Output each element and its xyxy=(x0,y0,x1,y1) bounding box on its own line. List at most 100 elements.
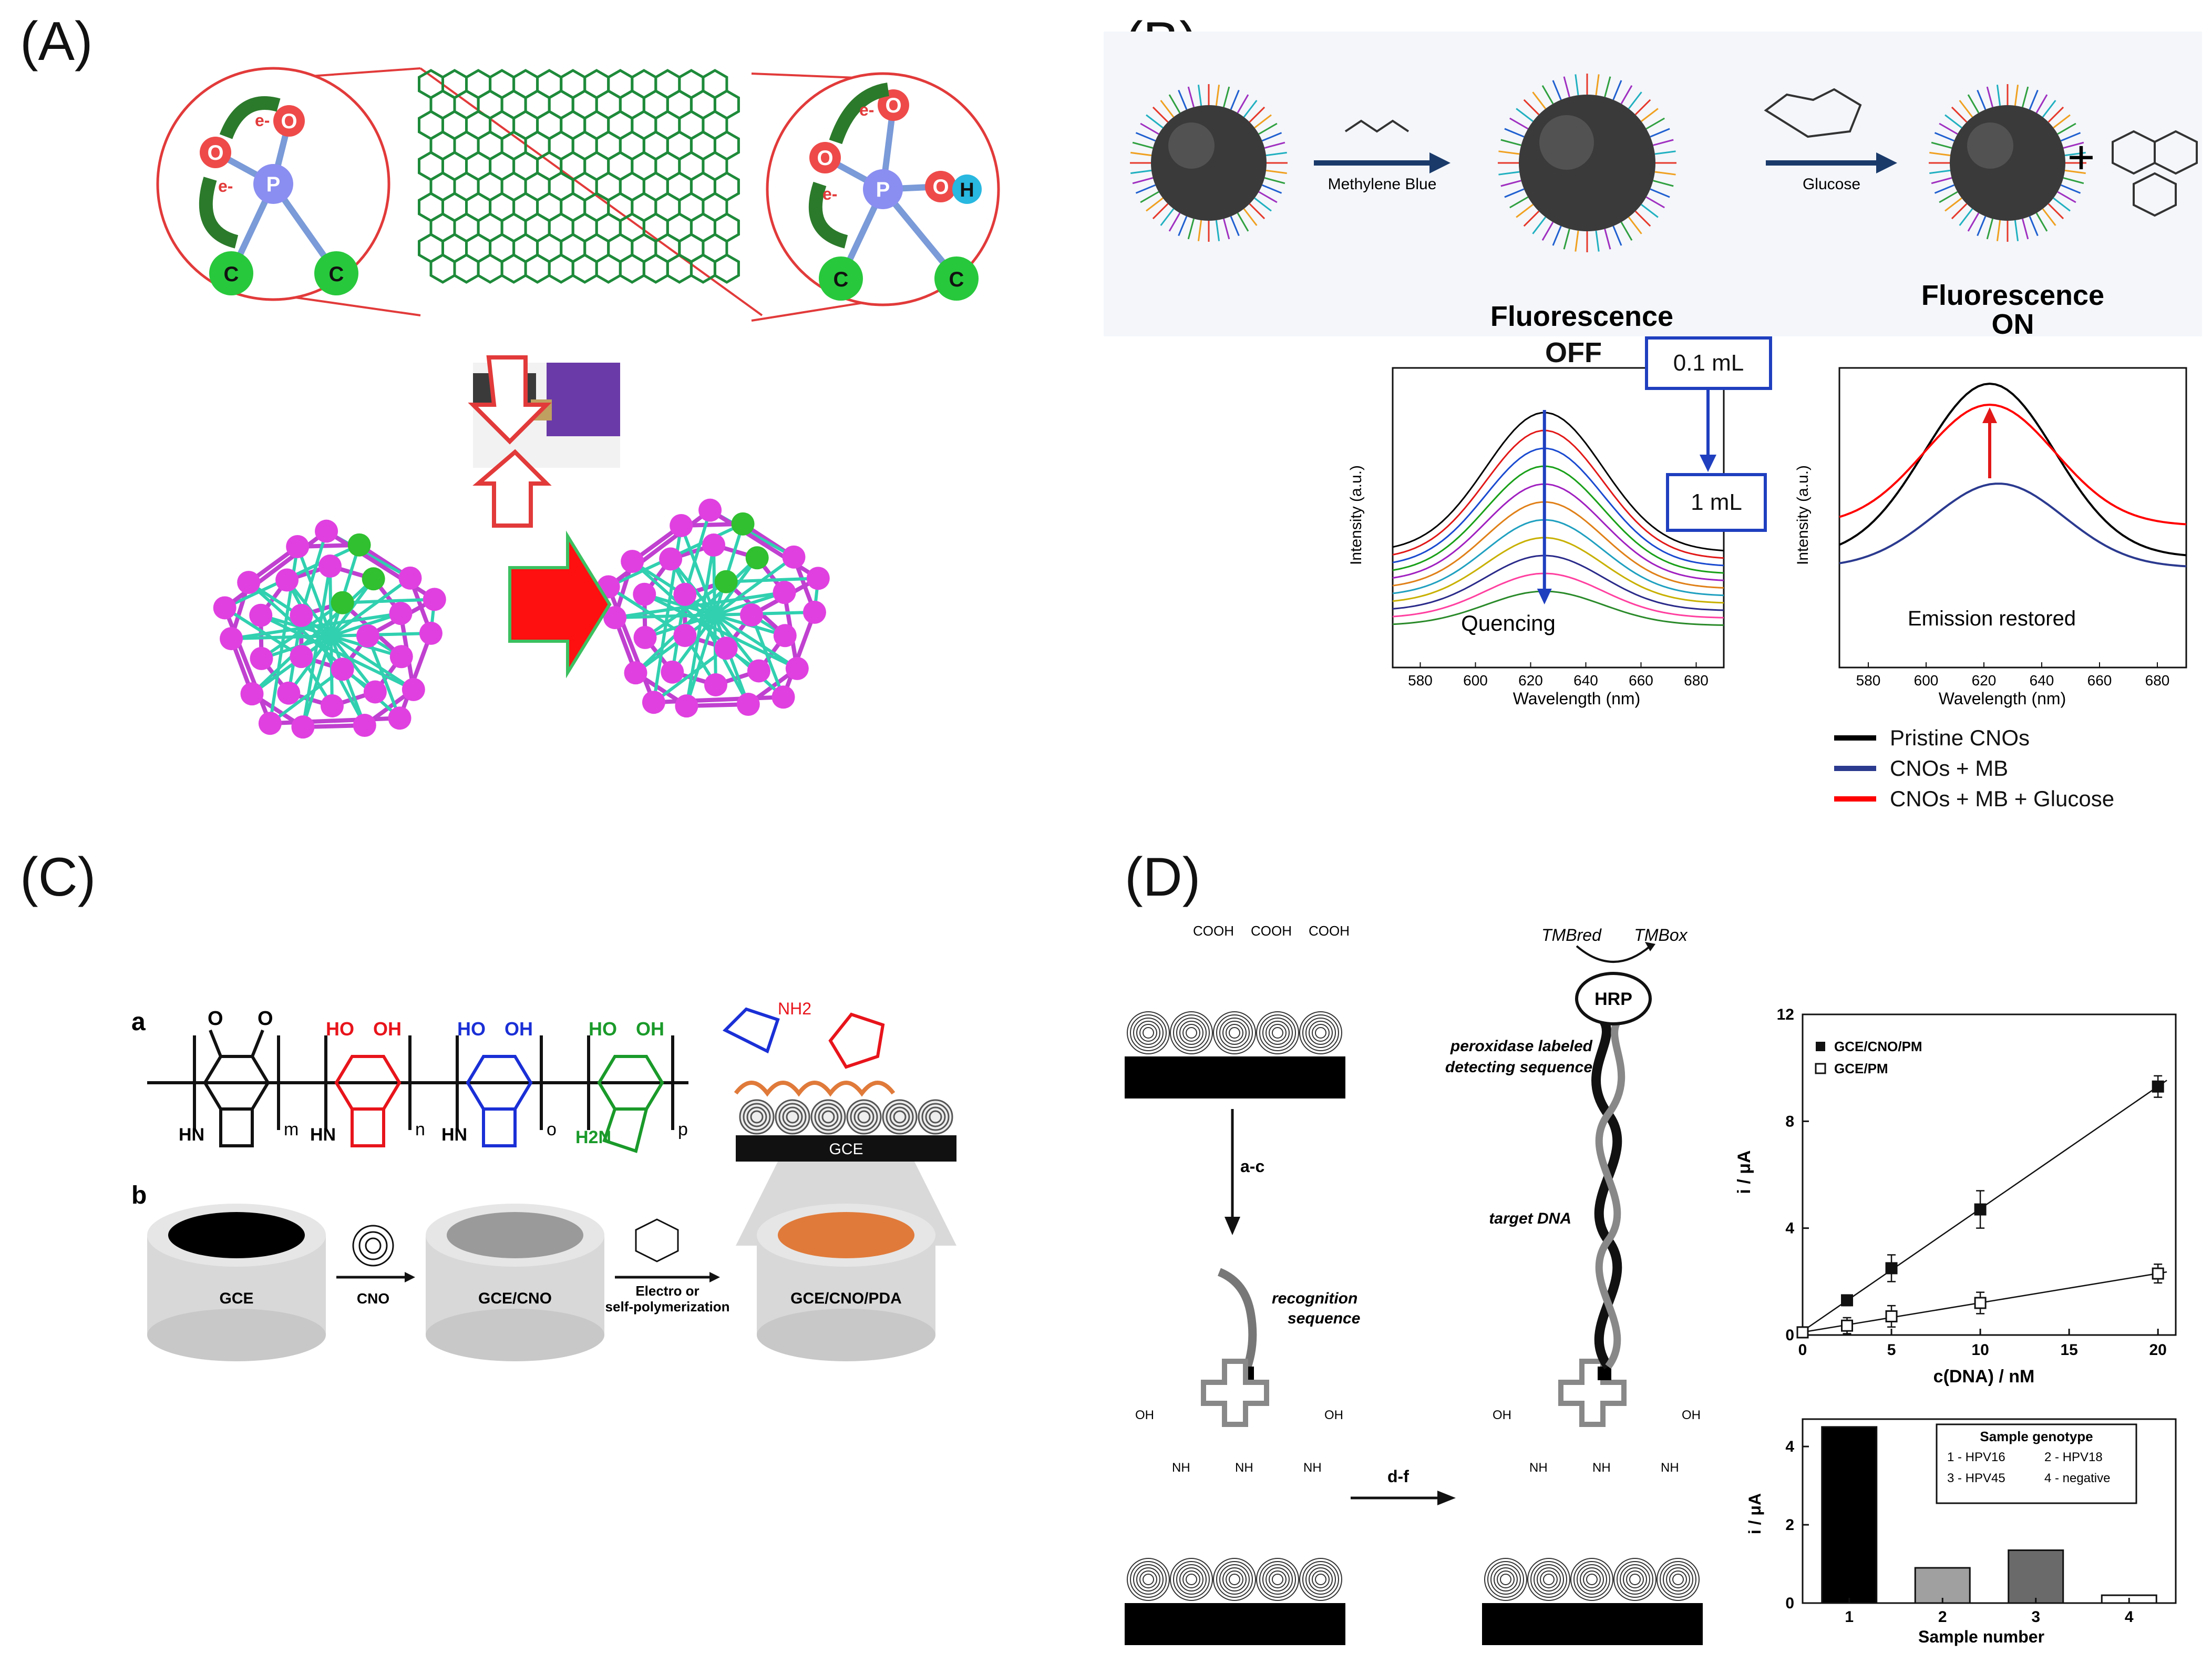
cno-onion xyxy=(1229,1574,1240,1585)
step-label: self-polymerization xyxy=(605,1299,730,1315)
mb-glucose-complex xyxy=(2112,130,2198,217)
sub-n: n xyxy=(415,1120,425,1139)
fullerene-bond xyxy=(270,716,400,726)
cno-onion xyxy=(1570,1558,1613,1601)
cno-onion xyxy=(1259,1014,1296,1051)
cno-onion xyxy=(1216,1561,1253,1598)
ligand-strand xyxy=(1516,108,1534,122)
ligand-strand xyxy=(2035,212,2048,232)
cno-onion xyxy=(1226,1024,1243,1042)
state-off-subtitle: OFF xyxy=(1545,337,1602,368)
cno-onion xyxy=(1534,1564,1564,1595)
fullerene-atom xyxy=(806,567,830,590)
cno-onion xyxy=(1229,1027,1240,1039)
cno-onion xyxy=(1127,1558,1170,1601)
y-tick-label: 8 xyxy=(1785,1113,1794,1130)
ligand-strand xyxy=(2035,94,2048,114)
ligand-strand xyxy=(1986,86,1993,108)
cno-highlight xyxy=(1967,122,2013,169)
atom-label: O xyxy=(207,141,223,165)
fullerene-atom xyxy=(740,603,763,627)
ligand-strand xyxy=(2057,122,2076,135)
data-point xyxy=(2152,1267,2164,1280)
ligand-strand xyxy=(1645,196,1665,209)
cno-onion xyxy=(1663,1564,1693,1595)
data-point xyxy=(1974,1203,1987,1216)
fullerene-bond xyxy=(223,529,328,610)
ligand-strand xyxy=(1532,217,1547,234)
fullerene-atom xyxy=(290,645,313,669)
ligand-strand xyxy=(1604,229,1611,250)
ligand-strand xyxy=(1641,108,1659,122)
cno-onion xyxy=(1302,1014,1339,1051)
ligand-strand xyxy=(1504,128,1525,138)
fullerene-atom xyxy=(220,627,243,651)
ligand-strand xyxy=(2014,85,2019,106)
hn-label: HN xyxy=(310,1125,336,1145)
y-axis-label: i / μA xyxy=(1734,1150,1754,1194)
fullerene-atom xyxy=(714,570,738,593)
fullerene-atom xyxy=(331,591,354,614)
cno-onion xyxy=(1530,1561,1567,1598)
fullerene-atom xyxy=(275,568,299,592)
atom-label: O xyxy=(932,176,949,199)
ligand-strand xyxy=(1612,225,1622,246)
ligand-strand xyxy=(2061,184,2081,194)
cno-particle-restored xyxy=(1929,84,2086,242)
fullerene-bond xyxy=(708,508,819,580)
step-df-label: d-f xyxy=(1387,1467,1409,1486)
reagent-arrow-glucose: Glucose xyxy=(1764,88,1897,193)
cno-onion xyxy=(1312,1570,1330,1588)
fullerene-atom xyxy=(398,566,422,590)
fullerene-bond xyxy=(608,585,686,637)
ligand-strand xyxy=(1160,100,1175,118)
atom-label: P xyxy=(266,173,281,196)
cno-onion xyxy=(1309,1567,1333,1592)
ligand-strand xyxy=(1498,150,1520,155)
ligand-strand xyxy=(1612,80,1622,100)
ligand-strand xyxy=(1140,122,1159,135)
nh-label: NH xyxy=(1303,1461,1322,1475)
legend-item-glucose: CNOs + MB + Glucose xyxy=(1834,784,2114,814)
data-point xyxy=(1841,1294,1854,1307)
fullerene-bond xyxy=(366,635,402,719)
ligand-strand xyxy=(1152,106,1169,123)
ligand-strand xyxy=(1996,85,2001,106)
ligand-strand xyxy=(1262,184,1282,194)
fullerene-atom xyxy=(702,533,726,557)
spectrum-line xyxy=(1839,382,2187,557)
hrp-label: HRP xyxy=(1594,989,1632,1009)
ligand-strand xyxy=(1620,221,1633,241)
cno-onion xyxy=(821,1110,835,1124)
legend-series-1: GCE/CNO/PM xyxy=(1834,1039,1922,1054)
cno-onion xyxy=(1315,1027,1326,1039)
fullerene-atom xyxy=(782,545,806,569)
ligand-strand xyxy=(1237,212,1249,232)
sub-m: m xyxy=(284,1120,299,1139)
cno-onion xyxy=(1173,1014,1210,1051)
cno-onion xyxy=(1256,1558,1299,1601)
fullerene-bond xyxy=(269,668,344,725)
atom-label: P xyxy=(876,178,890,201)
cno-onion xyxy=(1586,1574,1598,1585)
x-tick-label: 660 xyxy=(2087,672,2112,689)
ligand-strand xyxy=(1516,203,1534,218)
unit-red xyxy=(334,1055,402,1147)
spectrum-line xyxy=(1392,483,1724,581)
oh-label: OH xyxy=(505,1018,533,1040)
spectrum-line xyxy=(1392,465,1724,574)
cno-onion xyxy=(1299,1558,1342,1601)
spectrum-line xyxy=(1839,403,2187,526)
ligand-strand xyxy=(1266,151,1287,157)
ligand-strand xyxy=(1951,106,1968,123)
ligand-strand xyxy=(1939,122,1958,135)
fullerene-atom xyxy=(331,658,354,681)
fullerene-atom xyxy=(389,645,413,669)
volume-end-label: 1 mL xyxy=(1691,489,1742,515)
fullerene-atom xyxy=(731,512,755,536)
quench-label: Quencing xyxy=(1461,611,1556,635)
ligand-strand xyxy=(2053,114,2071,129)
quench-arrowhead xyxy=(1537,589,1552,604)
